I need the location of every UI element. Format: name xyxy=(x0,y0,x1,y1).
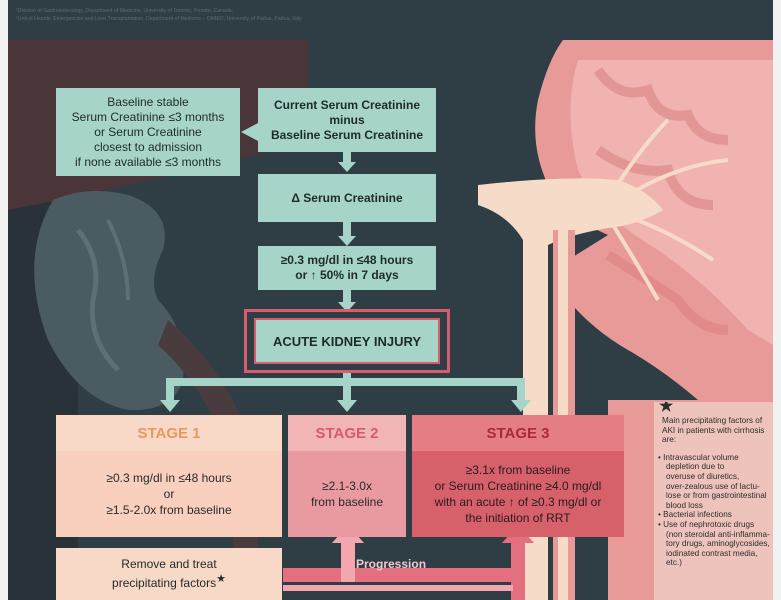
note-title-line: AKI in patients with cirrhosis xyxy=(658,426,769,436)
remove-line: Remove and treat xyxy=(121,557,216,572)
stage-2-line: ≥2.1-3.0x xyxy=(322,478,372,494)
threshold-line: ≥0.3 mg/dl in ≤48 hours xyxy=(281,253,414,268)
remove-line-text: precipitating factors xyxy=(112,576,216,590)
note-item: over-zealous use of lactu- xyxy=(658,482,769,492)
current-line: minus xyxy=(329,113,364,128)
stage-3-criteria: ≥3.1x from baseline or Serum Creatinine … xyxy=(412,451,624,537)
stage-1-criteria: ≥0.3 mg/dl in ≤48 hours or ≥1.5-2.0x fro… xyxy=(56,451,282,537)
note-item: • Intravascular volume xyxy=(658,453,769,463)
stage-2-criteria: ≥2.1-3.0x from baseline xyxy=(288,451,406,537)
stage-2-header: STAGE 2 xyxy=(288,415,406,451)
note-item: etc.) xyxy=(658,558,769,568)
stage-3-line: the initiation of RRT xyxy=(465,510,570,526)
note-item: tory drugs, aminoglycosides, xyxy=(658,539,769,549)
delta-creatinine-box: Δ Serum Creatinine xyxy=(258,174,436,222)
note-item: • Bacterial infections xyxy=(658,510,769,520)
note-item: • Use of nephrotoxic drugs xyxy=(658,520,769,530)
note-item: (non steroidal anti-inflamma- xyxy=(658,530,769,540)
note-title-line: are: xyxy=(658,435,769,445)
progression-label: Progression xyxy=(356,557,426,571)
threshold-box: ≥0.3 mg/dl in ≤48 hours or ↑ 50% in 7 da… xyxy=(258,246,436,290)
stage-3-line: with an acute ↑ of ≥0.3 mg/dl or xyxy=(435,494,602,510)
precipitating-factors-note: ★ Main precipitating factors of AKI in p… xyxy=(654,402,773,600)
aki-label: ACUTE KIDNEY INJURY xyxy=(273,334,421,349)
current-minus-baseline-box: Current Serum Creatinine minus Baseline … xyxy=(258,88,436,152)
note-item: overuse of diuretics, xyxy=(658,472,769,482)
current-line: Current Serum Creatinine xyxy=(274,98,420,113)
affiliation-1: ¹Division of Gastroenterology, Departmen… xyxy=(16,8,233,14)
baseline-box: Baseline stable Serum Creatinine ≤3 mont… xyxy=(56,88,240,176)
note-item: depletion due to xyxy=(658,462,769,472)
stage-3-line: ≥3.1x from baseline xyxy=(466,462,571,478)
stage-1-line: or xyxy=(164,486,175,502)
affiliation-2: ²Unit of Hepatic Emergencies and Liver T… xyxy=(16,16,302,22)
delta-label: Δ Serum Creatinine xyxy=(291,191,402,206)
note-item: blood loss xyxy=(658,501,769,511)
note-item: lose or from gastrointestinal xyxy=(658,491,769,501)
stage-1-line: ≥0.3 mg/dl in ≤48 hours xyxy=(106,470,231,486)
aki-box: ACUTE KIDNEY INJURY xyxy=(254,318,440,364)
baseline-line: or Serum Creatinine xyxy=(94,125,201,140)
baseline-line: Serum Creatinine ≤3 months xyxy=(72,110,225,125)
baseline-line: Baseline stable xyxy=(107,95,188,110)
star-icon: ★ xyxy=(216,573,226,585)
stage-3-line: or Serum Creatinine ≥4.0 mg/dl xyxy=(435,478,602,494)
remove-line: precipitating factors★ xyxy=(112,572,226,591)
note-title-line: Main precipitating factors of xyxy=(658,416,769,426)
note-item: iodinated contrast media, xyxy=(658,549,769,559)
threshold-line: or ↑ 50% in 7 days xyxy=(295,268,398,283)
remove-precipitating-box: Remove and treat precipitating factors★ xyxy=(56,548,282,600)
baseline-line: closest to admission xyxy=(94,140,202,155)
baseline-line: if none available ≤3 months xyxy=(75,155,221,170)
current-line: Baseline Serum Creatinine xyxy=(271,128,423,143)
note-list: • Intravascular volume depletion due to … xyxy=(658,453,769,568)
stage-1-header: STAGE 1 xyxy=(56,415,282,451)
stage-1-line: ≥1.5-2.0x from baseline xyxy=(106,502,231,518)
stage-2-line: from baseline xyxy=(311,494,383,510)
infographic: ¹Division of Gastroenterology, Departmen… xyxy=(8,0,773,600)
star-icon: ★ xyxy=(659,402,673,412)
stage-3-header: STAGE 3 xyxy=(412,415,624,451)
